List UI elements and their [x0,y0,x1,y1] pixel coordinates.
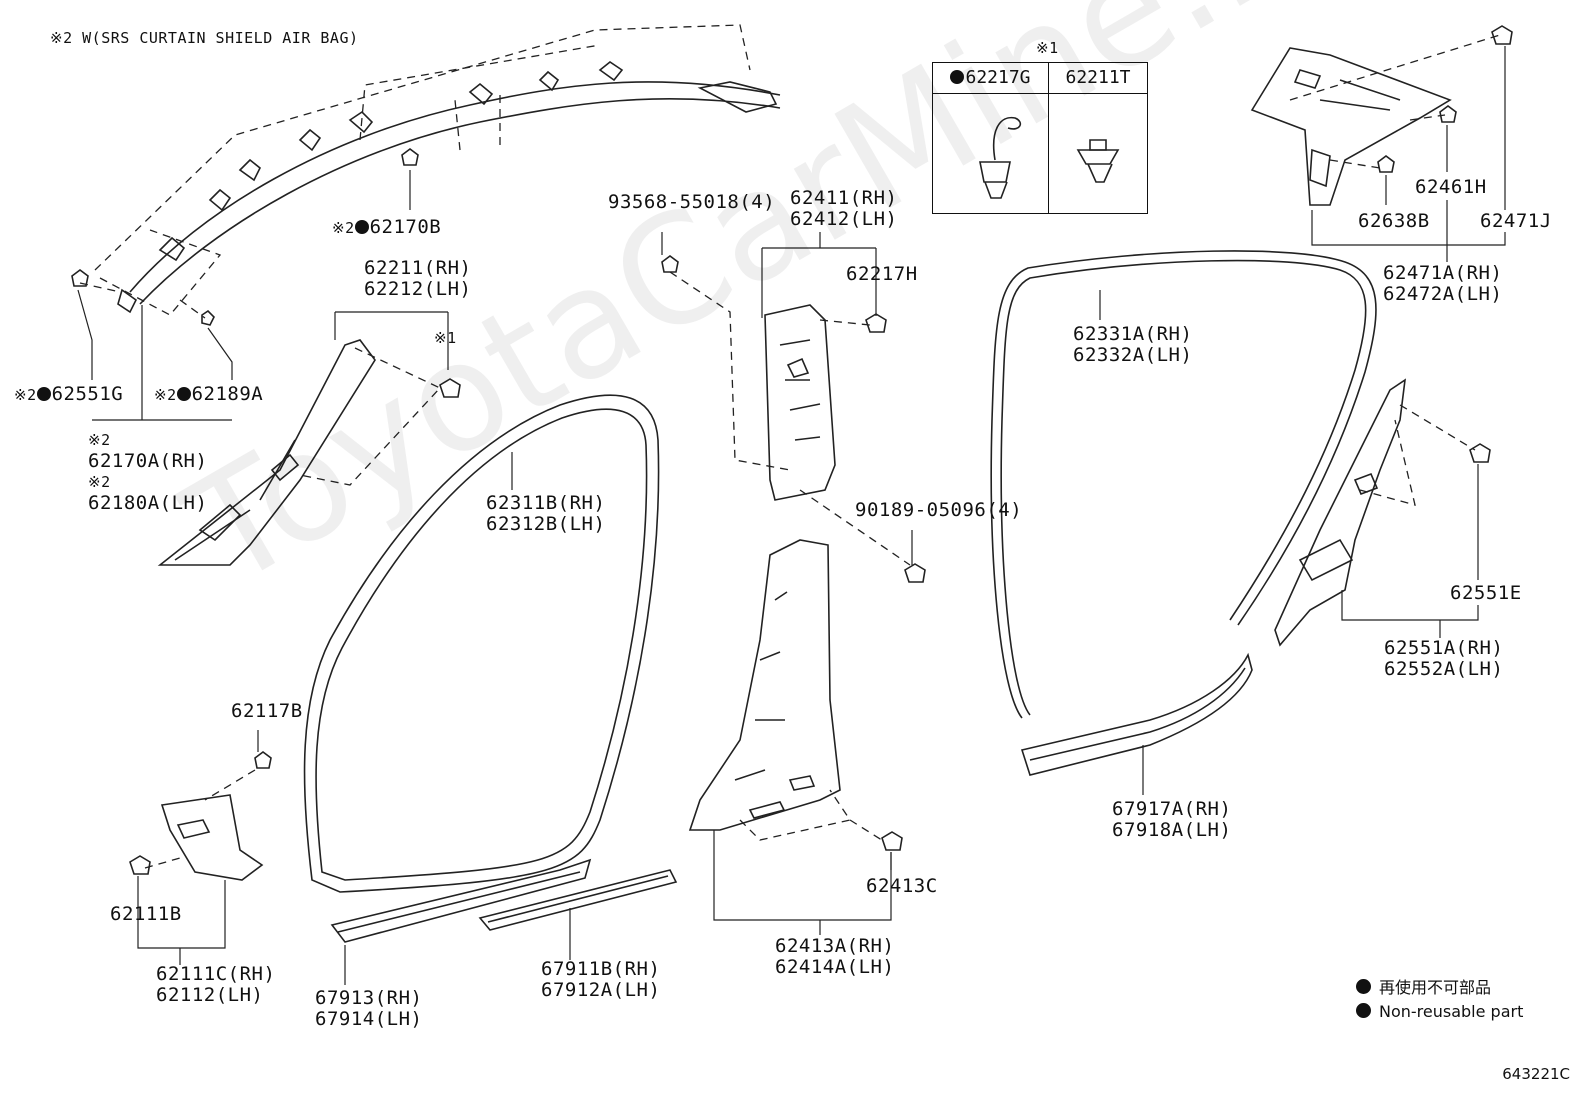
rear-pillar-callouts [1359,404,1476,506]
part-label-62211[interactable]: 62211(RH) 62212(LH) [364,257,472,300]
center-upper-callouts [669,271,911,566]
part-label-62111B[interactable]: 62111B [110,903,182,925]
non-reusable-dot-icon [950,70,965,84]
rear-trim-callouts [1289,34,1501,169]
part-label-62170A[interactable]: ※2 62170A(RH) ※2 62180A(LH) [88,431,208,514]
part-label-62111C[interactable]: 62111C(RH) 62112(LH) [156,963,276,1006]
clip-table-divider [1048,93,1049,213]
clip-62413C [881,831,903,851]
part-label-62217H[interactable]: 62217H [846,263,918,285]
clip-table-drawings [979,116,1120,199]
center-lower-leaders [713,830,892,935]
scuff-leaders [344,908,571,985]
diagram-code: 643221C [1502,1065,1570,1083]
part-label-62461H[interactable]: 62461H [1415,176,1487,198]
scuff-plate-front [330,858,592,943]
clip-table-note: ※1 [1036,39,1059,57]
clip-table-col1-label: 62217G [965,67,1031,88]
center-upper-leaders [661,232,913,565]
clip-62471J [1491,25,1513,45]
curtain-airbag-part [117,61,781,314]
part-label-62331A[interactable]: 62331A(RH) 62332A(LH) [1073,323,1193,366]
part-label-62413C[interactable]: 62413C [866,875,938,897]
kick-panel-leaders [137,730,259,965]
kick-panel-callout [144,769,256,869]
scuff-plate-inner [478,869,678,931]
scuff-plate-rear [1020,652,1253,776]
airbag-callout-lines [79,24,751,319]
kick-panel-clip [129,855,151,875]
part-label-62471J[interactable]: 62471J [1480,210,1552,232]
non-reusable-dot-icon [176,387,191,401]
airbag-clips [71,148,419,326]
part-label-67917A[interactable]: 67917A(RH) 67918A(LH) [1112,798,1232,841]
part-label-62413A[interactable]: 62413A(RH) 62414A(LH) [775,935,895,978]
part-label-67911B[interactable]: 67911B(RH) 67912A(LH) [541,958,661,1001]
clip-62217H [865,313,887,333]
clip-62461H [1439,105,1457,123]
part-label-93568[interactable]: 93568-55018(4) [608,191,776,213]
rear-pillar-leaders [1341,464,1479,638]
center-pillar-lower [688,539,841,831]
a-pillar-leader [334,311,449,370]
legend-row-jp: 再使用不可部品 [1356,976,1523,1000]
center-pillar-upper [764,304,836,501]
rear-trim-leaders [1311,46,1506,262]
part-label-62471A[interactable]: 62471A(RH) 62472A(LH) [1383,262,1503,305]
part-label-62638B[interactable]: 62638B [1358,210,1430,232]
legend-row-en: Non-reusable part [1356,1000,1523,1024]
clip-table-col2-label: 62211T [1065,67,1131,88]
part-label-67913[interactable]: 67913(RH) 67914(LH) [315,987,423,1030]
header-note: ※2 W(SRS CURTAIN SHIELD AIR BAG) [50,29,359,47]
a-pillar-clip [439,378,461,398]
clip-62638B [1377,155,1395,173]
clip-table-col2[interactable]: 62211T [1049,63,1147,94]
part-label-62311B[interactable]: 62311B(RH) 62312B(LH) [486,492,606,535]
center-lower-callouts [739,789,886,843]
part-label-62551A[interactable]: 62551A(RH) 62552A(LH) [1384,637,1504,680]
a-pillar-callout [299,347,442,486]
kick-panel [160,794,264,881]
part-label-62117B[interactable]: 62117B [231,700,303,722]
part-label-90189[interactable]: 90189-05096(4) [855,499,1023,521]
part-label-62551E[interactable]: 62551E [1450,582,1522,604]
clip-table: 62217G 62211T [932,62,1148,214]
bolt-93568 [661,255,679,273]
clip-ref-mark1: ※1 [434,329,457,347]
non-reusable-dot-icon [36,387,51,401]
clip-table-col1[interactable]: 62217G [933,63,1049,94]
leader-lines-left [77,170,411,421]
rear-door-weatherstrip [990,250,1377,719]
rear-pillar-lower [1274,378,1407,647]
non-reusable-dot-icon [1356,1003,1371,1018]
roof-side-trim-rear [1250,47,1452,206]
part-label-62411[interactable]: 62411(RH) 62412(LH) [790,187,898,230]
a-pillar-garnish [157,339,376,566]
non-reusable-dot-icon [354,220,369,234]
legend: 再使用不可部品 Non-reusable part [1356,976,1523,1024]
clip-90189 [904,563,926,583]
front-door-weatherstrip [303,394,660,893]
kick-panel-clip-top [254,751,272,769]
non-reusable-dot-icon [1356,979,1371,994]
clip-62551E [1469,443,1491,463]
